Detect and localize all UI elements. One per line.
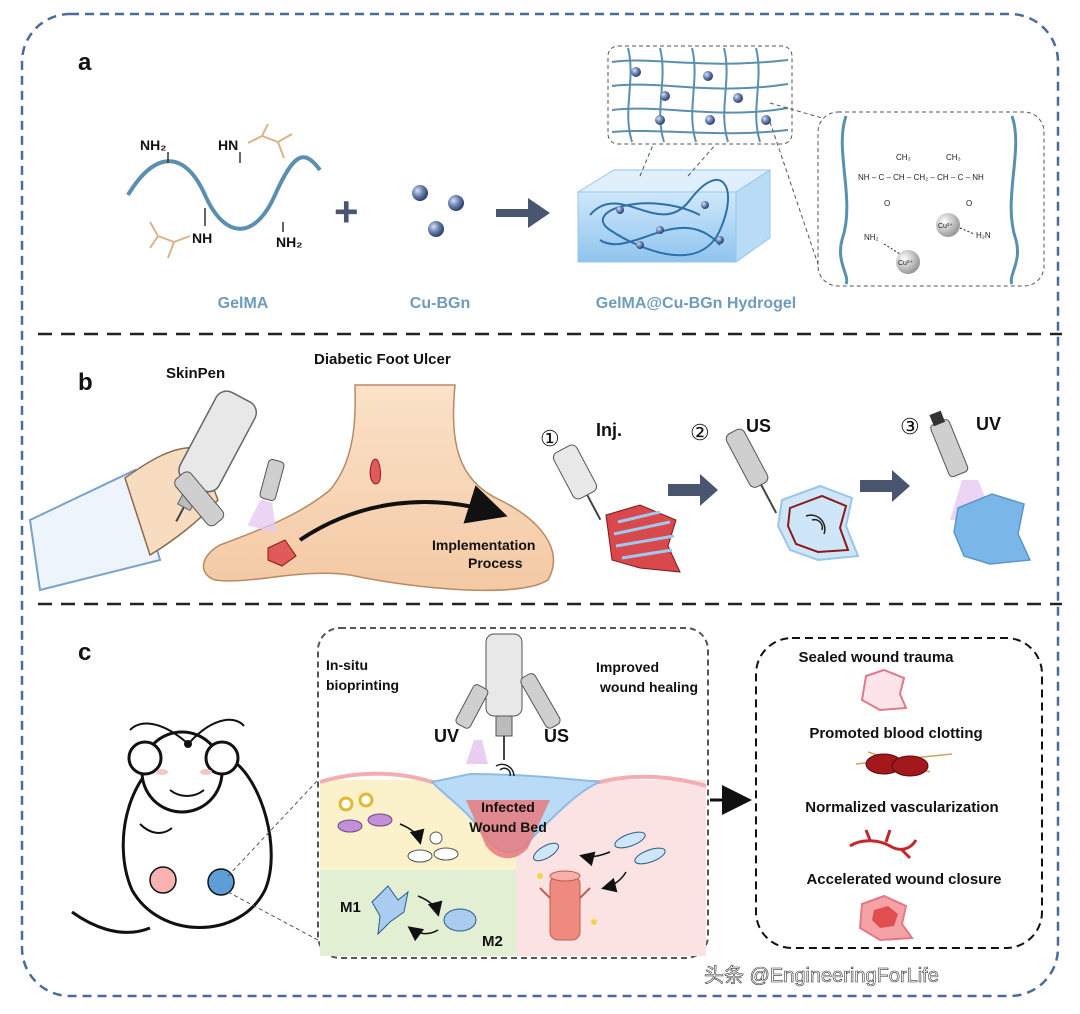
center-uv-label: UV: [434, 726, 459, 746]
step3-gel: [953, 493, 1032, 565]
outer-frame: [20, 12, 1060, 998]
vessel-icon: [849, 829, 918, 860]
m1-label: M1: [340, 899, 361, 916]
network-zoom: [607, 45, 793, 145]
center-skinpen: [485, 633, 523, 760]
step3-label: UV: [976, 414, 1001, 434]
m2-label: M2: [482, 933, 503, 950]
step1-num: ①: [540, 426, 560, 451]
methacryl-group-bottom: [149, 221, 191, 259]
caption-cu-bgn: Cu-BGn: [410, 295, 470, 312]
m2-cell: [443, 908, 477, 932]
chem-ch3-left: CH₃: [896, 153, 911, 162]
skinpen-label: SkinPen: [166, 365, 225, 382]
wound-zoom-box: In-situ bioprinting Improved wound heali…: [317, 627, 709, 959]
gelma-chain: [126, 155, 322, 231]
wound-line1: Infected: [481, 799, 535, 815]
gelma-nh2-top: NH₂: [140, 137, 166, 153]
ulcer-wound: [369, 458, 381, 485]
insitu-line1: In-situ: [326, 657, 368, 673]
step3-uv-probe: [929, 410, 969, 478]
step-arrow-2: [860, 470, 910, 502]
chem-cu-a: Cu²⁺: [938, 223, 953, 230]
cu-bgn-particles: [412, 185, 464, 237]
chem-cu-b: Cu²⁺: [898, 260, 913, 267]
wound-line2: Wound Bed: [469, 819, 547, 835]
outcome-3: Normalized vascularization: [805, 799, 998, 816]
blood-vessel-character: [537, 870, 597, 941]
zoom-line-chem-top: [769, 102, 823, 119]
chem-chain: NH – C – CH – CH₂ – CH – C – NH: [858, 173, 984, 182]
process-arrow: [298, 485, 508, 542]
center-us-probe: [520, 673, 561, 729]
step-arrow-1: [668, 474, 718, 506]
improved-line1: Improved: [596, 659, 659, 675]
panel-b-label: b: [78, 369, 93, 396]
chem-h2n-right: H₂N: [976, 231, 991, 240]
step3-num: ③: [900, 414, 920, 439]
mouse-zoom-line-top: [227, 779, 319, 877]
step2-us-probe: [725, 428, 778, 514]
panel-c-label: c: [78, 639, 91, 666]
mouse: [71, 718, 273, 934]
chemistry-zoom: CH₃ CH₃ NH – C – CH – CH₂ – CH – C – NH …: [817, 111, 1045, 287]
center-uv-probe: [455, 684, 489, 729]
step1-gel-strands: [613, 510, 675, 560]
outcome-2: Promoted blood clotting: [809, 725, 982, 742]
m1-cell: [371, 885, 409, 936]
toe-wound: [267, 539, 297, 567]
zoom-line-chem-bottom: [769, 121, 823, 277]
sleeve: [28, 468, 162, 592]
chem-nh2-left: NH₂: [864, 233, 879, 242]
bacteria: [337, 792, 459, 863]
panel-c: c In-situ b: [71, 627, 1043, 959]
us-probe: [174, 471, 225, 527]
outcome-1: Sealed wound trauma: [798, 649, 954, 666]
step1-label: Inj.: [596, 420, 622, 440]
panel-a: a NH₂ HN NH NH₂ +: [78, 45, 1045, 312]
caption-hydrogel: GelMA@Cu-BGn Hydrogel: [596, 295, 797, 312]
panel-a-label: a: [78, 49, 92, 76]
center-us-label: US: [544, 726, 569, 746]
gelma-hn-top: HN: [218, 137, 238, 153]
chem-o-left: O: [884, 199, 890, 208]
caption-gelma: GelMA: [218, 295, 269, 312]
sealed-wound-icon: [860, 668, 908, 712]
insitu-line2: bioprinting: [326, 677, 399, 693]
hydrogel-block: [576, 169, 772, 263]
reaction-arrow: [496, 198, 550, 228]
chem-ch3-right: CH₃: [946, 153, 961, 162]
improved-line2: wound healing: [599, 679, 698, 695]
implementation-line1: Implementation: [432, 537, 535, 553]
blood-clot-icon: [855, 751, 953, 777]
outcomes-box: Sealed wound trauma Promoted blood clott…: [755, 637, 1043, 949]
step2-label: US: [746, 416, 771, 436]
gelma-nh2-bottom: NH₂: [276, 234, 302, 250]
zoom-line-right: [687, 127, 731, 177]
outcome-4: Accelerated wound closure: [806, 871, 1001, 888]
mouse-zoom-line-bottom: [227, 891, 319, 941]
infected-wound-bed: [466, 800, 550, 859]
watermark: 头条 @EngineeringForLife: [704, 964, 939, 987]
methacryl-group-top: [247, 123, 293, 159]
panel-b: b SkinPen Diabetic Foot Ulcer Implementa…: [28, 351, 1032, 592]
uv-probe: [247, 459, 285, 533]
ulcer-label: Diabetic Foot Ulcer: [314, 351, 451, 368]
plus-sign: +: [334, 188, 359, 235]
implementation-line2: Process: [468, 555, 523, 571]
step1-injector: [552, 444, 602, 521]
step2-num: ②: [690, 420, 710, 445]
gelma-nh-bottom: NH: [192, 230, 212, 246]
chem-o-right: O: [966, 199, 972, 208]
migrating-cells: [533, 831, 666, 893]
